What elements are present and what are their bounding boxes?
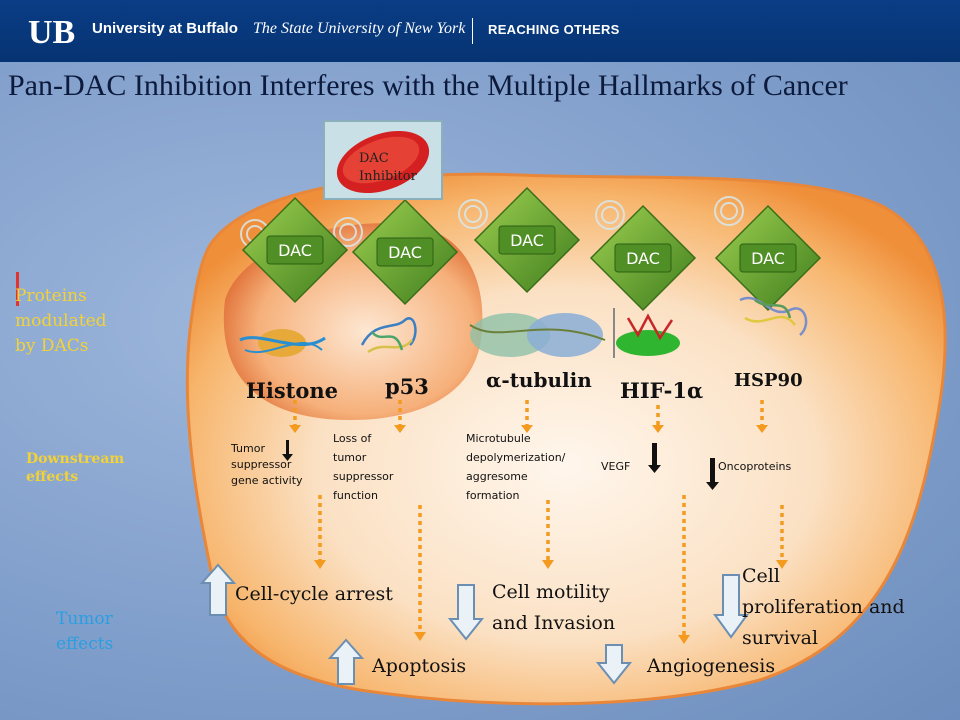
- tubulin-structure-icon: [469, 313, 606, 357]
- downstream-label-1: Downstream: [26, 451, 125, 467]
- p53-effect-2: tumor: [333, 451, 367, 464]
- protein-histone: Histone: [246, 378, 338, 403]
- hsp90-structure-icon: [739, 296, 808, 336]
- header-bar: UB University at Buffalo The State Unive…: [0, 0, 960, 62]
- hif-effect: VEGF: [601, 460, 631, 473]
- slide-title: Pan-DAC Inhibition Interferes with the M…: [8, 69, 848, 102]
- histone-effect-1: Tumor: [231, 442, 265, 455]
- protein-hsp90: HSP90: [734, 370, 803, 391]
- tubulin-effect-1: Microtubule: [466, 432, 531, 445]
- black-arrows: [282, 440, 719, 490]
- red-marker: [16, 272, 19, 306]
- svg-text:UB: UB: [28, 14, 75, 48]
- proteins-label-1: Proteins: [15, 286, 87, 306]
- alpha-symbol: α: [686, 378, 704, 403]
- up-arrow-icon: [199, 563, 237, 616]
- tumor-label-2: effects: [56, 634, 114, 654]
- hsp90-effect: Oncoproteins: [718, 460, 792, 473]
- p53-effect-3: suppressor: [333, 470, 394, 483]
- proteins-label-3: by DACs: [15, 336, 89, 356]
- down-arrow-icon: [595, 644, 633, 685]
- downstream-label-2: effects: [26, 469, 79, 485]
- university-name: University at Buffalo: [92, 20, 238, 37]
- effect-proliferation-2: proliferation and: [742, 596, 905, 618]
- inhibitor-label-line1: DAC: [359, 151, 389, 166]
- dac-diamond: [241, 196, 349, 304]
- effect-proliferation-3: survival: [742, 627, 819, 649]
- histone-effect-3: gene activity: [231, 474, 303, 487]
- hif-structure-icon: [613, 308, 680, 358]
- dac-label: DAC: [278, 241, 312, 260]
- p53-effect-4: function: [333, 489, 378, 502]
- histone-effect-2: suppressor: [231, 458, 292, 471]
- protein-alpha-tubulin: α-tubulin: [486, 368, 592, 392]
- dotted-arrows: [293, 400, 784, 635]
- arrowheads: [289, 425, 788, 644]
- dac-diamond: [589, 204, 697, 312]
- down-arrow-icon: [447, 584, 485, 641]
- alpha-symbol: α: [486, 368, 502, 392]
- down-arrow-icon: [713, 574, 749, 639]
- tumor-label-1: Tumor: [56, 609, 113, 629]
- dac-label: DAC: [388, 243, 422, 262]
- tubulin-effect-3: aggresome: [466, 470, 528, 483]
- effect-apoptosis: Apoptosis: [372, 655, 467, 677]
- tubulin-effect-4: formation: [466, 489, 520, 502]
- effect-cell-cycle-arrest: Cell-cycle arrest: [235, 583, 393, 605]
- effect-motility-2: and Invasion: [492, 612, 616, 634]
- suny-name: The State University of New York: [253, 20, 466, 37]
- dac-label: DAC: [510, 231, 544, 250]
- dac-inhibitor-box: DAC Inhibitor: [323, 120, 443, 200]
- proteins-label-2: modulated: [15, 311, 107, 331]
- dac-diamond: [714, 204, 822, 312]
- dac-label: DAC: [626, 249, 660, 268]
- effect-proliferation-1: Cell: [742, 565, 780, 587]
- p53-structure-icon: [360, 317, 417, 354]
- p53-effect-1: Loss of: [333, 432, 372, 445]
- pill-icon: [336, 130, 430, 194]
- dac-label: DAC: [751, 249, 785, 268]
- up-arrow-icon: [327, 638, 365, 685]
- protein-p53: p53: [385, 374, 429, 399]
- ub-logo-icon: UB: [28, 14, 75, 48]
- tagline: REACHING OTHERS: [488, 22, 620, 37]
- protein-hif1a: HIF-1α: [620, 378, 704, 403]
- effect-angiogenesis: Angiogenesis: [647, 655, 776, 677]
- header-divider: [472, 18, 473, 44]
- tubulin-effect-2: depolymerization/: [466, 451, 566, 464]
- effect-motility-1: Cell motility: [492, 581, 610, 603]
- dac-diamond: [473, 186, 581, 294]
- inhibitor-label-line2: Inhibitor: [359, 169, 417, 184]
- dac-diamond: [351, 198, 459, 306]
- histone-structure-icon: [239, 329, 326, 357]
